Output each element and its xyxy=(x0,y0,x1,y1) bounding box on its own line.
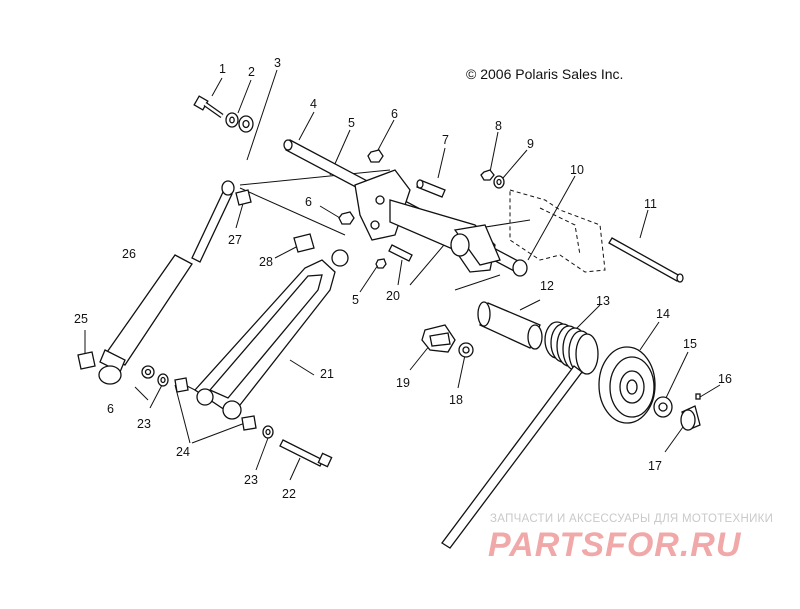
callout-6-mid: 6 xyxy=(305,195,312,209)
nut-part-6-lower xyxy=(141,365,155,379)
callout-13: 13 xyxy=(596,294,610,308)
bolt-part-7 xyxy=(416,179,446,198)
washer-part-9 xyxy=(493,175,505,189)
callout-23-left: 23 xyxy=(137,417,151,431)
callout-labels: 1 2 3 4 5 6 7 8 9 10 11 12 13 14 15 16 1… xyxy=(74,56,732,501)
bushing-part-24-b xyxy=(241,415,257,431)
callout-1: 1 xyxy=(219,62,226,76)
pin-part-20 xyxy=(388,244,413,262)
nut-part-8 xyxy=(480,169,495,181)
callout-6: 6 xyxy=(391,107,398,121)
callout-14: 14 xyxy=(656,307,670,321)
callout-20: 20 xyxy=(386,289,400,303)
shock-part-26 xyxy=(98,180,235,385)
block-part-19 xyxy=(421,324,456,353)
callout-19: 19 xyxy=(396,376,410,390)
spring-part-13 xyxy=(441,321,599,549)
bushing-part-24-a xyxy=(174,377,189,393)
pin-part-16 xyxy=(695,393,701,400)
callout-24: 24 xyxy=(176,445,190,459)
callout-16: 16 xyxy=(718,372,732,386)
washer-part-15 xyxy=(653,396,673,418)
washer-part-18 xyxy=(458,342,474,358)
rear-arm-assembly xyxy=(354,169,501,273)
callout-3: 3 xyxy=(274,56,281,70)
callout-28: 28 xyxy=(259,255,273,269)
callout-23-lower: 23 xyxy=(244,473,258,487)
callout-9: 9 xyxy=(527,137,534,151)
callout-17: 17 xyxy=(648,459,662,473)
callout-27: 27 xyxy=(228,233,242,247)
nut-part-5-lower xyxy=(375,258,387,269)
long-bolt-part-11 xyxy=(608,237,684,283)
watermark-subtitle: ЗАПЧАСТИ И АКСЕССУАРЫ ДЛЯ МОТОТЕХНИКИ xyxy=(490,513,774,525)
bushing-part-25 xyxy=(77,351,96,370)
washer-part-2 xyxy=(225,112,239,128)
callout-7: 7 xyxy=(442,133,449,147)
sleeve-part-12 xyxy=(477,301,543,350)
callout-12: 12 xyxy=(540,279,554,293)
arm-part-21 xyxy=(194,249,349,420)
washer-part-3 xyxy=(238,115,254,133)
callout-8: 8 xyxy=(495,119,502,133)
nut-part-6-top xyxy=(367,149,384,163)
callout-6-lower: 6 xyxy=(107,402,114,416)
callout-5: 5 xyxy=(348,116,355,130)
washer-part-23-right xyxy=(262,425,274,439)
copyright-text: © 2006 Polaris Sales Inc. xyxy=(466,66,624,82)
dashed-bracket xyxy=(509,189,606,273)
bushing-part-17 xyxy=(680,405,701,431)
callout-26: 26 xyxy=(122,247,136,261)
callout-5-lower: 5 xyxy=(352,293,359,307)
bolt-part-22 xyxy=(279,439,333,468)
bushing-part-28 xyxy=(293,233,315,253)
callout-4: 4 xyxy=(310,97,317,111)
callout-21: 21 xyxy=(320,367,334,381)
callout-10: 10 xyxy=(570,163,584,177)
callout-22: 22 xyxy=(282,487,296,501)
callout-25: 25 xyxy=(74,312,88,326)
callout-15: 15 xyxy=(683,337,697,351)
nut-part-6-mid xyxy=(338,211,355,225)
callout-18: 18 xyxy=(449,393,463,407)
callout-11: 11 xyxy=(644,197,657,211)
adjuster-part-14 xyxy=(598,346,656,424)
watermark-logo: PARTSFOR.RU xyxy=(488,526,742,564)
callout-2: 2 xyxy=(248,65,255,79)
bushing-part-27 xyxy=(235,189,252,206)
washer-part-23-left xyxy=(157,373,169,387)
bolt-part-1 xyxy=(193,95,224,119)
